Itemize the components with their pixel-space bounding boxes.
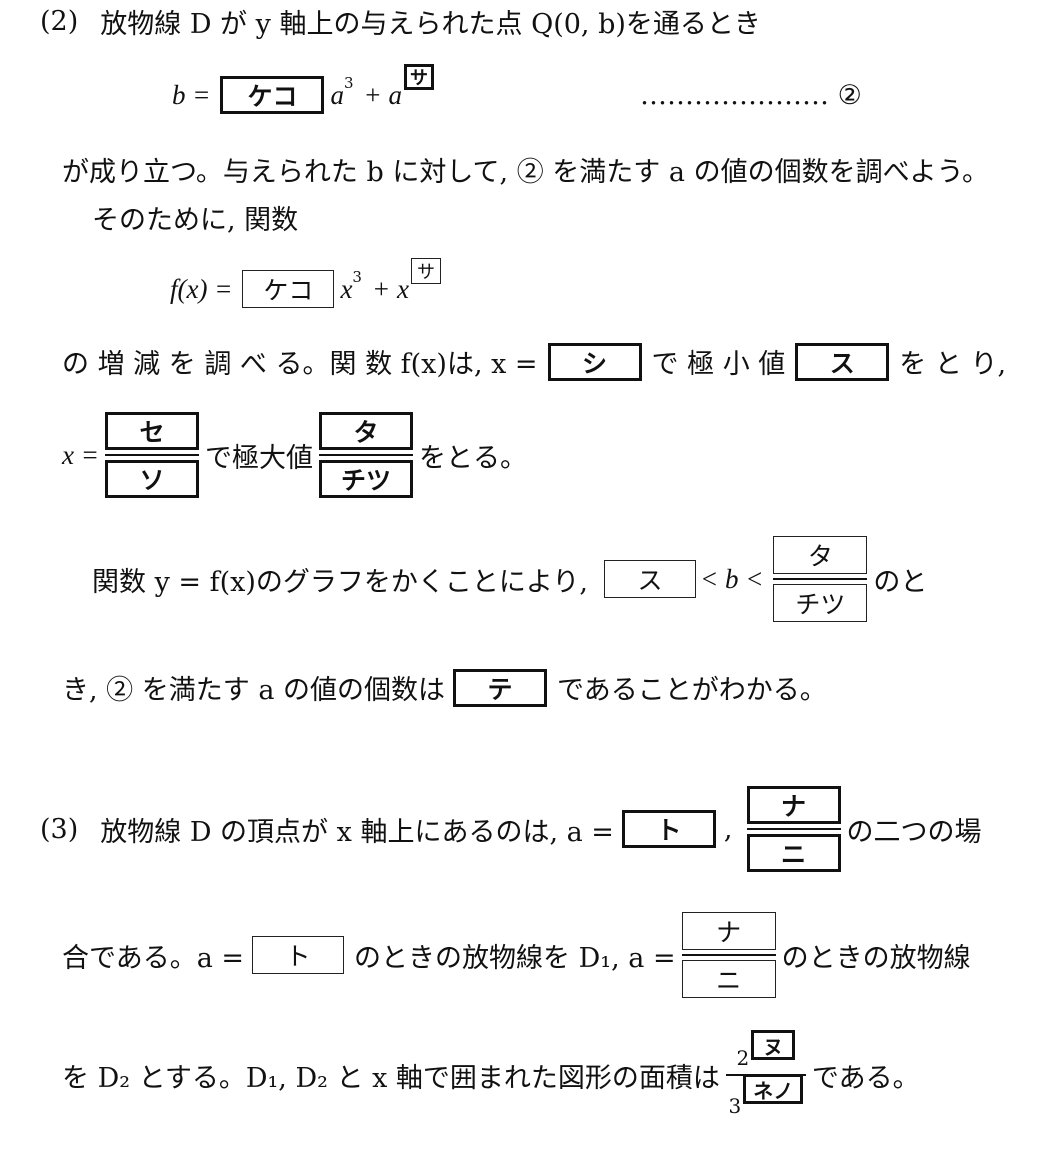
p2-text-9a: き, ② を満たす a の値の個数は [62,675,446,706]
fraction-se-so: セ ソ [104,412,199,498]
inequality: < b < [699,563,764,594]
ref-box-su: ス [603,560,696,598]
fraction-bar [681,954,776,956]
p3-text-3a: を D₂ とする。D₁, D₂ と x 軸で囲まれた図形の面積は [62,1062,720,1094]
eq-x-term: x [340,273,353,304]
fraction-bar [746,828,841,830]
p2-text-8a: 関数 y = f(x)のグラフをかくことにより, [92,566,588,598]
denominator-base: 3 [728,1094,742,1118]
answer-box-na[interactable]: ナ [746,786,841,824]
eq-plus-x: + x [371,273,409,304]
p2-line-7: x = セ ソ で極大値 タ チツ をとる。 [62,412,527,498]
answer-box-se[interactable]: セ [104,412,199,450]
p2-label: (2) [40,6,79,37]
p2-line-8: 関数 y = f(x)のグラフをかくことにより, ス < b < タ チツ のと [92,536,927,622]
eq-plus-a: + a [363,79,403,110]
answer-box-shi[interactable]: シ [547,342,642,381]
p2-text-6b: で 極 小 値 [651,349,786,380]
p3-comma: , [723,813,733,845]
p2-line-4: そのために, 関数 [92,198,298,237]
ref-fraction-na-ni: ナ ニ [681,912,776,998]
equation-ref-2: ………………… ② [640,80,862,111]
p2-text-6c: を と り, [899,349,1007,380]
area-numerator: 2 ヌ [736,1030,796,1070]
answer-box-so[interactable]: ソ [104,460,199,498]
fraction-na-ni: ナ ニ [746,786,841,872]
p3-text-2a: 合である。a = [62,942,245,974]
p3-text-1b: の二つの場 [846,816,982,848]
answer-box-to[interactable]: ト [621,810,716,848]
p3-text-2b: のときの放物線を D₁, a = [354,942,676,974]
p2-text-4: そのために, 関数 [92,205,299,236]
answer-box-neno[interactable]: ネノ [743,1074,804,1104]
exponent-3: 3 [343,74,354,92]
p3-label: (3) [40,813,79,845]
p2-text-6a: の 増 減 を 調 べ る。関 数 f(x)は, x = [62,349,538,380]
ref-box-sa: サ [410,258,441,284]
answer-box-chitsu[interactable]: チツ [318,460,413,498]
p3-text-2c: のときの放物線 [781,942,971,974]
answer-box-sa[interactable]: サ [404,64,435,90]
dots-ref: ………………… ② [640,80,862,111]
area-denominator: 3 ネノ [729,1074,804,1118]
p2-line-6: の 増 減 を 調 べ る。関 数 f(x)は, x = シ で 極 小 値 ス… [62,342,1006,381]
p3-line-2: 合である。a = ト のときの放物線を D₁, a = ナ ニ のときの放物線 [62,912,971,998]
eq-b-lhs: b = [172,79,211,110]
p3-line-3: を D₂ とする。D₁, D₂ と x 軸で囲まれた図形の面積は 2 ヌ 3 ネ… [62,1030,920,1118]
fraction-ta-chitsu: タ チツ [318,412,413,498]
numerator-base: 2 [736,1046,750,1070]
ref-box-ni: ニ [681,960,776,998]
p2-text-7b: で極大値 [204,442,313,474]
p2-line-9: き, ② を満たす a の値の個数は テ であることがわかる。 [62,668,827,707]
p2-text-7c: をとる。 [418,442,527,474]
exponent-3-f: 3 [352,268,362,286]
ref-box-ta: タ [773,536,868,574]
eq-a-term: a [330,79,344,110]
p3-line-1: (3) 放物線 D の頂点が x 軸上にあるのは, a = ト , ナ ニ の二… [40,786,982,872]
p2-line-1: (2) 放物線 D が y 軸上の与えられた点 Q(0, b)を通るとき [40,2,761,41]
fraction-bar [773,578,868,580]
p3-text-1a: 放物線 D の頂点が x 軸上にあるのは, a = [100,816,614,848]
p2-text-9b: であることがわかる。 [557,675,827,706]
answer-box-nu[interactable]: ヌ [751,1030,796,1060]
answer-box-te[interactable]: テ [453,668,548,707]
ref-fraction-ta-chitsu: タ チツ [773,536,868,622]
fraction-bar [318,454,413,456]
ref-box-keko: ケコ [242,270,335,308]
p2-line-3: が成り立つ。与えられた b に対して, ② を満たす a の値の個数を調べよう。 [62,150,989,189]
fraction-bar [104,454,199,456]
p2-text-8b: のと [873,566,928,598]
p2-text-3: が成り立つ。与えられた b に対して, ② を満たす a の値の個数を調べよう。 [62,157,989,188]
answer-box-ta[interactable]: タ [318,412,413,450]
answer-box-keko[interactable]: ケコ [220,76,325,114]
eq-f-lhs: f(x) = [170,273,233,304]
ref-box-to: ト [252,936,345,974]
ref-box-na: ナ [681,912,776,950]
answer-box-su[interactable]: ス [795,342,890,381]
fraction-area: 2 ヌ 3 ネノ [725,1030,806,1118]
p2-text-7a: x = [62,439,99,470]
ref-box-chitsu: チツ [773,584,868,622]
p3-text-3b: である。 [811,1062,920,1094]
answer-box-ni[interactable]: ニ [746,834,841,872]
p2-text-1: 放物線 D が y 軸上の与えられた点 Q(0, b)を通るとき [100,9,761,40]
